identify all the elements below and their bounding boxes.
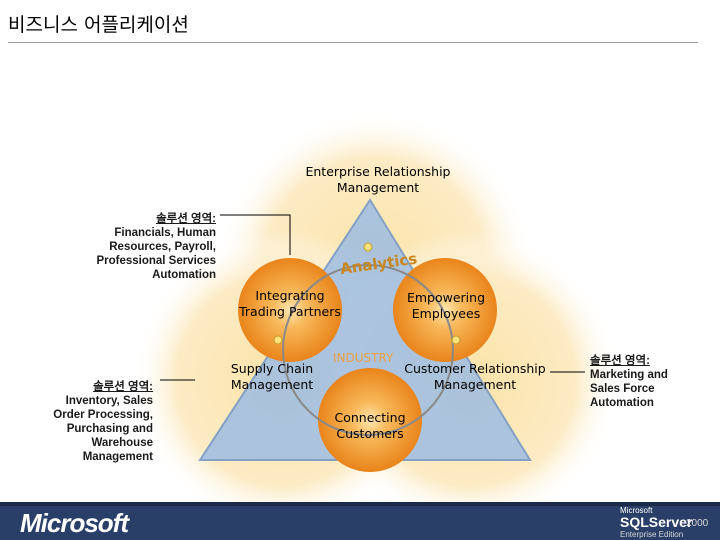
sql-server-logo: Microsoft SQLServer 2000 Enterprise Edit…: [620, 506, 708, 539]
crm-note-header: 솔루션 영역:: [590, 355, 650, 367]
connecting-label: Connecting Customers: [334, 410, 406, 441]
crm-note-body: Marketing and Sales Force Automation: [590, 369, 668, 409]
sql-product-name: SQLServer: [620, 514, 693, 530]
footer-bar: Microsoft Microsoft SQLServer 2000 Enter…: [0, 502, 720, 540]
empowering-label: Empowering Employees: [406, 290, 486, 321]
erm-note-body: Financials, Human Resources, Payroll, Pr…: [96, 227, 216, 281]
cycle-ring: [282, 264, 454, 436]
ring-node-top: [363, 242, 373, 252]
connecting-circle: [318, 368, 422, 472]
erm-solution-note: 솔루션 영역: Financials, Human Resources, Pay…: [68, 212, 216, 282]
ring-node-left: [273, 335, 283, 345]
sql-edition-text: Enterprise Edition: [620, 530, 684, 539]
industry-label: INDUSTRY: [333, 351, 394, 365]
scm-solution-note: 솔루션 영역: Inventory, Sales Order Processin…: [18, 380, 153, 464]
scm-note-body: Inventory, Sales Order Processing, Purch…: [53, 395, 153, 463]
erm-callout-line: [220, 214, 291, 255]
ring-node-right: [451, 335, 461, 345]
footer-top-stripe: [0, 502, 720, 506]
crm-label: Customer Relationship Management: [404, 361, 546, 392]
supply-chain-label: Supply Chain Management: [230, 361, 314, 392]
erm-note-header: 솔루션 영역:: [156, 213, 216, 225]
page-title: 비즈니스 어플리케이션: [8, 14, 189, 36]
title-divider: [8, 42, 698, 43]
sql-brand-text: Microsoft: [620, 506, 653, 515]
microsoft-logo: Microsoft: [20, 508, 129, 538]
erm-label: Enterprise Relationship Management: [305, 164, 451, 195]
scm-note-header: 솔루션 영역:: [93, 381, 153, 393]
empowering-circle: [393, 258, 497, 362]
integrating-label: Integrating Trading Partners: [239, 288, 341, 319]
crm-solution-note: 솔루션 영역: Marketing and Sales Force Automa…: [590, 354, 710, 410]
sql-product-year: 2000: [686, 518, 709, 529]
